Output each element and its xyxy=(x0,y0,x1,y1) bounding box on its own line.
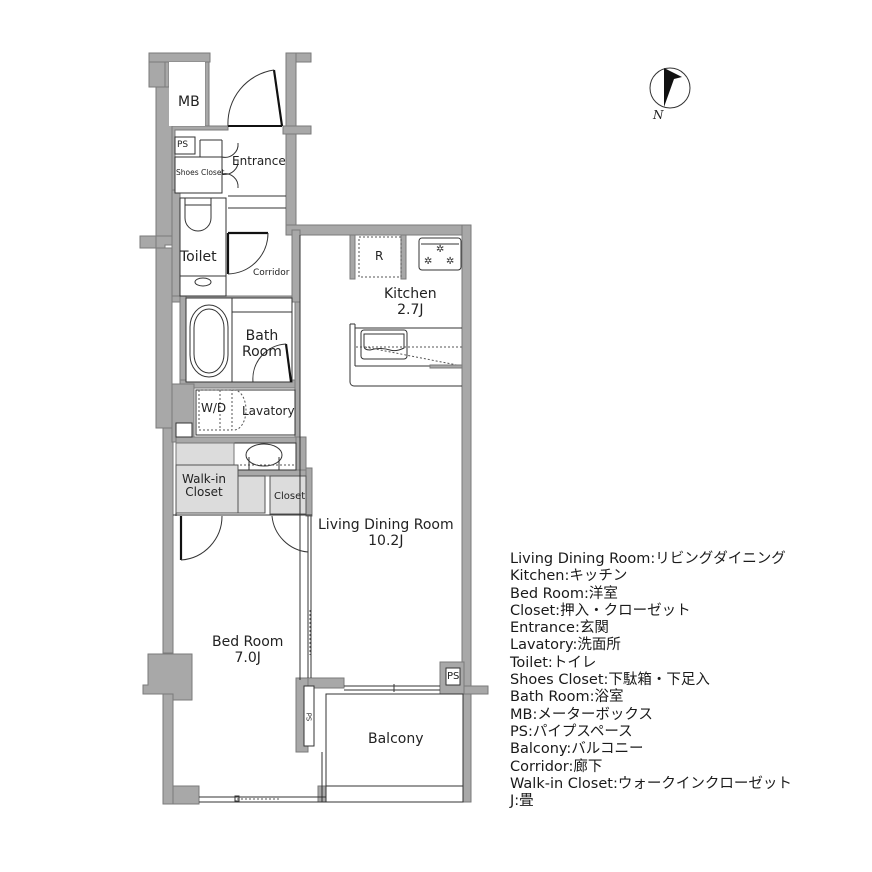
legend-item: Bath Room:浴室 xyxy=(510,689,624,706)
legend-item: Toilet:トイレ xyxy=(510,654,597,671)
label-bed-size: 7.0J xyxy=(234,649,261,666)
label-wic-line2: Closet xyxy=(185,485,223,500)
label-bath-room: Bath Room xyxy=(242,328,282,360)
legend-item: Closet:押入・クローゼット xyxy=(510,602,691,619)
legend-item: Shoes Closet:下駄箱・下足入 xyxy=(510,672,710,689)
legend-item: Lavatory:洗面所 xyxy=(510,637,621,654)
label-wd: W/D xyxy=(201,401,227,415)
label-entrance: Entrance xyxy=(232,154,286,168)
ps-top-box xyxy=(174,136,196,155)
legend-item: Living Dining Room:リビングダイニング xyxy=(510,551,786,567)
svg-text:✲: ✲ xyxy=(446,256,454,267)
label-lavatory: Lavatory xyxy=(242,404,295,418)
label-balcony: Balcony xyxy=(368,731,424,747)
legend-item: PS:パイプスペース xyxy=(510,723,633,740)
label-refrigerator: R xyxy=(375,249,384,263)
svg-text:✲: ✲ xyxy=(436,244,444,255)
label-kitchen: Kitchen 2.7J xyxy=(384,286,437,318)
legend-item: Kitchen:キッチン xyxy=(510,568,628,585)
label-ps-vertical: PS xyxy=(304,712,313,722)
label-kitchen-size: 2.7J xyxy=(397,301,424,318)
compass-north-label: N xyxy=(653,108,664,122)
label-ldr-name: Living Dining Room xyxy=(318,517,454,533)
label-ldr-size: 10.2J xyxy=(368,532,404,549)
legend-item: Bed Room:洋室 xyxy=(510,585,618,602)
label-walk-in-closet: Walk-in Closet xyxy=(182,472,227,500)
label-bath-line2: Room xyxy=(242,343,282,360)
svg-text:✲: ✲ xyxy=(424,256,432,267)
label-shoes-closet: Shoes Closet xyxy=(176,168,225,177)
label-bed-room: Bed Room 7.0J xyxy=(212,634,284,666)
label-bath-line1: Bath xyxy=(245,328,279,344)
label-closet: Closet xyxy=(274,491,306,502)
legend-item: Walk-in Closet:ウォークインクローゼット xyxy=(510,775,792,792)
label-mb: MB xyxy=(178,94,200,110)
legend-item: Balcony:バルコニー xyxy=(510,741,644,758)
compass xyxy=(649,67,691,109)
label-kitchen-name: Kitchen xyxy=(384,286,437,302)
label-wic-line1: Walk-in xyxy=(182,472,227,486)
legend-item: Corridor:廊下 xyxy=(510,758,603,775)
label-bed-name: Bed Room xyxy=(212,634,284,650)
label-corridor: Corridor xyxy=(253,268,290,278)
label-ps-top: PS xyxy=(177,140,189,150)
legend: Living Dining Room:リビングダイニング Kitchen:キッチ… xyxy=(510,551,792,810)
label-living-dining-room: Living Dining Room 10.2J xyxy=(318,517,454,549)
label-toilet: Toilet xyxy=(180,249,217,265)
label-ps-balcony: PS xyxy=(447,671,460,682)
entrance-door xyxy=(227,69,284,127)
legend-item: J:畳 xyxy=(510,793,534,810)
legend-item: Entrance:玄関 xyxy=(510,620,609,637)
legend-item: MB:メーターボックス xyxy=(510,706,653,723)
